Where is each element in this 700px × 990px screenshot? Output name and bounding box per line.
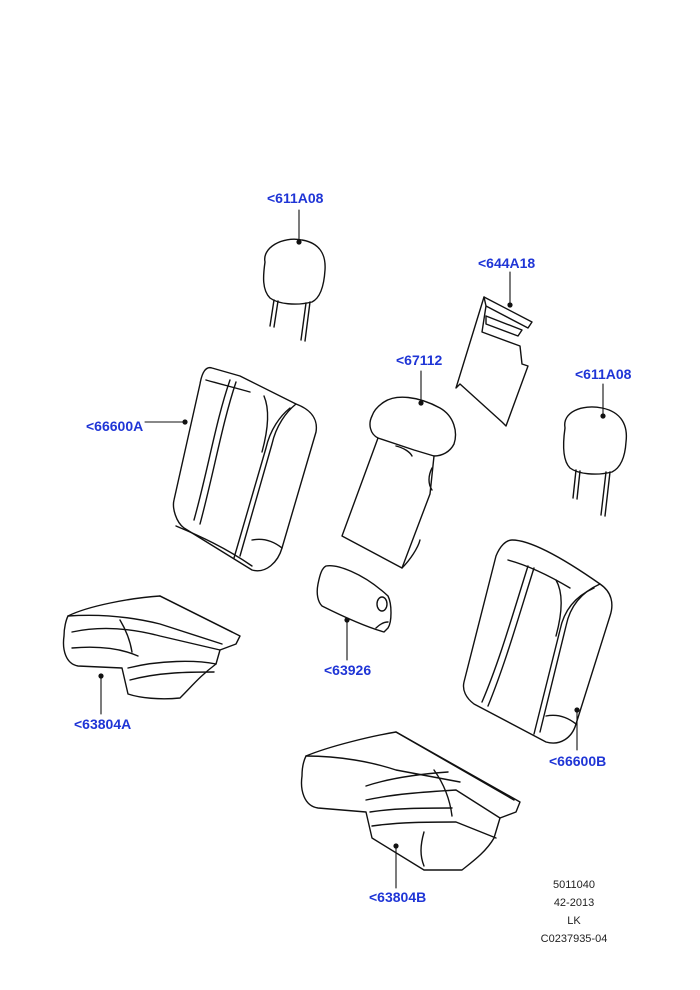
backrest-left-drawing[interactable] bbox=[173, 368, 316, 571]
reference-number: 5011040 bbox=[552, 879, 595, 891]
seat-cushion-left-drawing[interactable] bbox=[64, 596, 240, 699]
reference-illustration-id: C0237935-04 bbox=[540, 933, 608, 945]
armrest-upper-drawing[interactable] bbox=[342, 397, 455, 568]
small-cushion-drawing[interactable] bbox=[317, 566, 391, 632]
headrest-left-drawing[interactable] bbox=[264, 239, 326, 341]
callout-seat-cushion-left[interactable]: <63804A bbox=[74, 716, 132, 732]
reference-code: LK bbox=[567, 915, 581, 927]
callout-armrest-top[interactable]: <67112 bbox=[396, 352, 443, 368]
seat-cushion-right-drawing[interactable] bbox=[302, 732, 520, 870]
callout-small-cushion[interactable]: <63926 bbox=[324, 662, 372, 678]
leader-lines bbox=[100, 209, 604, 889]
callout-headrest-left[interactable]: <611A08 bbox=[267, 190, 324, 206]
backrest-panel-drawing[interactable] bbox=[456, 297, 532, 426]
backrest-right-drawing[interactable] bbox=[463, 540, 611, 743]
callout-headrest-right[interactable]: <611A08 bbox=[575, 366, 632, 382]
callout-backrest-right[interactable]: <66600B bbox=[549, 753, 607, 769]
headrest-right-drawing[interactable] bbox=[564, 407, 627, 516]
callout-seat-cushion-right[interactable]: <63804B bbox=[369, 889, 427, 905]
callout-backrest-left[interactable]: <66600A bbox=[86, 418, 144, 434]
reference-date: 42-2013 bbox=[553, 897, 595, 909]
leader-dots bbox=[98, 239, 606, 849]
callout-panel[interactable]: <644A18 bbox=[478, 255, 536, 271]
